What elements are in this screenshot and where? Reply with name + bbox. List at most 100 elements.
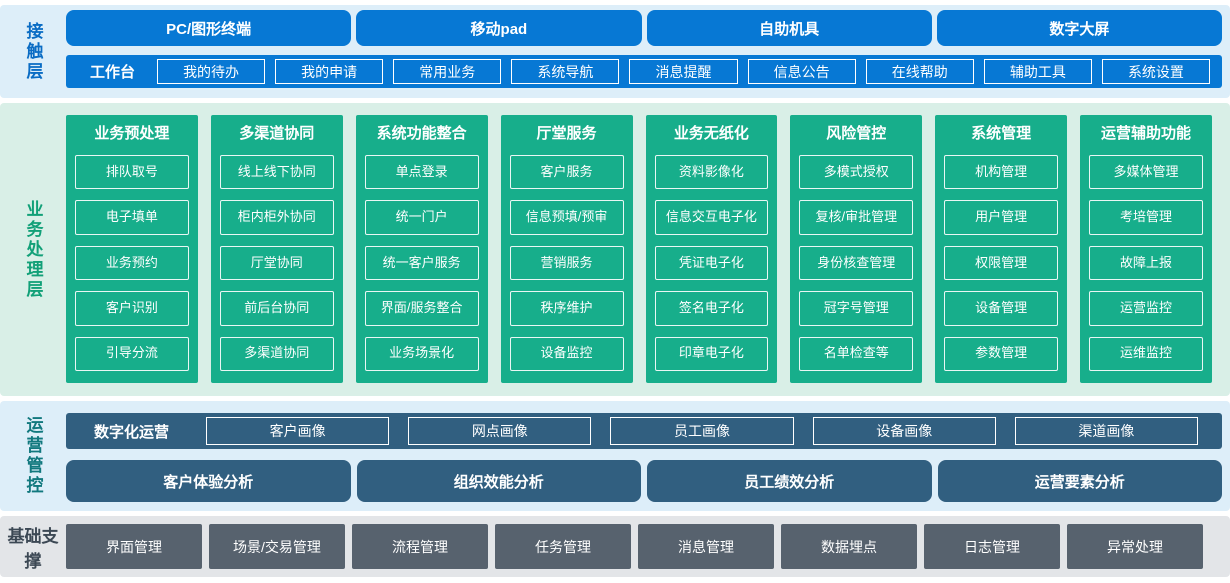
- business-layer-label: 业务处理层: [23, 199, 43, 300]
- foundation-item: 流程管理: [352, 524, 488, 569]
- contact-layer-label-wrap: 接触层: [0, 5, 66, 98]
- business-column: 系统功能整合 单点登录 统一门户 统一客户服务 界面/服务整合 业务场景化: [355, 115, 488, 383]
- workbench-item: 常用业务: [393, 59, 502, 84]
- business-function-box: 机构管理: [944, 155, 1059, 190]
- foundation-item: 日志管理: [924, 524, 1060, 569]
- business-function-box: 柜内柜外协同: [219, 200, 334, 235]
- business-column: 风险管控 多模式授权 复核/审批管理 身份核查管理 冠字号管理 名单检查等: [790, 115, 923, 383]
- business-function-box: 用户管理: [944, 200, 1059, 235]
- portrait-item: 设备画像: [812, 417, 996, 445]
- business-column-title: 系统功能整合: [376, 125, 467, 142]
- terminal-button: PC/图形终端: [66, 10, 352, 46]
- workbench-item: 我的申请: [275, 59, 384, 84]
- digital-ops-bar: 数字化运营 客户画像 网点画像 员工画像 设备画像 渠道画像: [66, 413, 1222, 449]
- business-function-box: 运维监控: [1089, 336, 1203, 372]
- business-layer-label-wrap: 业务处理层: [0, 103, 66, 396]
- workbench-items: 我的待办 我的申请 常用业务 系统导航 消息提醒 信息公告 在线帮助 辅助工具: [157, 59, 1210, 84]
- business-function-box: 多媒体管理: [1089, 155, 1203, 190]
- foundation-layer-label: 基础支撑: [7, 526, 59, 571]
- business-function-box: 凭证电子化: [654, 245, 769, 281]
- workbench-item: 系统设置: [1101, 59, 1210, 84]
- business-column-items: 多媒体管理 考培管理 故障上报 运营监控 运维监控: [1089, 155, 1203, 372]
- business-column-title: 业务预处理: [94, 125, 170, 142]
- business-layer-band: 业务处理层 业务预处理 排队取号 电子填单 业务预约 客户: [0, 103, 1230, 396]
- business-function-box: 界面/服务整合: [364, 291, 479, 326]
- workbench-item: 我的待办: [157, 59, 266, 84]
- terminal-row: PC/图形终端 移动pad 自助机具 数字大屏: [66, 10, 1222, 46]
- business-column-items: 单点登录 统一门户 统一客户服务 界面/服务整合 业务场景化: [364, 155, 479, 372]
- foundation-item: 场景/交易管理: [209, 524, 345, 569]
- portrait-items: 客户画像 网点画像 员工画像 设备画像 渠道画像: [206, 417, 1199, 445]
- business-function-box: 印章电子化: [654, 336, 769, 372]
- workbench-item: 辅助工具: [983, 59, 1092, 84]
- workbench-bar: 工作台 我的待办 我的申请 常用业务 系统导航 消息提醒 信息公告: [66, 55, 1222, 88]
- operations-layer-band: 运营管控 数字化运营 客户画像 网点画像 员工画像 设备画像 渠道画像: [0, 401, 1230, 511]
- business-function-box: 统一门户: [364, 200, 479, 235]
- business-column-items: 机构管理 用户管理 权限管理 设备管理 参数管理: [944, 155, 1059, 372]
- business-function-box: 排队取号: [75, 155, 189, 190]
- business-function-box: 权限管理: [944, 245, 1059, 281]
- business-column-items: 线上线下协同 柜内柜外协同 厅堂协同 前后台协同 多渠道协同: [219, 155, 334, 372]
- business-function-box: 信息预填/预审: [509, 200, 624, 235]
- contact-layer-content: PC/图形终端 移动pad 自助机具 数字大屏 工作台 我的待办 我的申请: [66, 5, 1230, 98]
- workbench-item: 消息提醒: [629, 59, 738, 84]
- workbench-item: 系统导航: [511, 59, 620, 84]
- analysis-button: 客户体验分析: [66, 460, 351, 502]
- business-function-box: 多模式授权: [799, 155, 914, 190]
- analysis-button: 运营要素分析: [937, 460, 1222, 502]
- business-function-box: 参数管理: [944, 336, 1059, 372]
- business-function-box: 多渠道协同: [219, 336, 334, 372]
- portrait-item: 员工画像: [610, 417, 794, 445]
- business-function-box: 设备监控: [509, 336, 624, 372]
- business-function-box: 前后台协同: [219, 291, 334, 326]
- business-function-box: 业务场景化: [364, 336, 479, 372]
- business-function-box: 秩序维护: [509, 291, 624, 326]
- terminal-button: 自助机具: [646, 10, 932, 46]
- business-function-box: 单点登录: [364, 155, 479, 190]
- workbench-label: 工作台: [90, 64, 136, 81]
- foundation-item: 消息管理: [638, 524, 774, 569]
- business-column: 多渠道协同 线上线下协同 柜内柜外协同 厅堂协同 前后台协同 多渠道协同: [210, 115, 343, 383]
- business-column: 业务无纸化 资料影像化 信息交互电子化 凭证电子化 签名电子化 印章电子化: [645, 115, 778, 383]
- terminal-button: 数字大屏: [936, 10, 1222, 46]
- business-column: 业务预处理 排队取号 电子填单 业务预约 客户识别 引导分流: [66, 115, 198, 383]
- analysis-button: 员工绩效分析: [647, 460, 932, 502]
- business-function-box: 厅堂协同: [219, 245, 334, 281]
- foundation-item: 数据埋点: [781, 524, 917, 569]
- workbench-item: 在线帮助: [865, 59, 974, 84]
- business-column-title: 多渠道协同: [239, 125, 315, 142]
- business-function-box: 故障上报: [1089, 245, 1203, 281]
- business-column: 系统管理 机构管理 用户管理 权限管理 设备管理 参数管理: [935, 115, 1068, 383]
- workbench-item: 信息公告: [747, 59, 856, 84]
- business-column-items: 资料影像化 信息交互电子化 凭证电子化 签名电子化 印章电子化: [654, 155, 769, 372]
- business-function-box: 考培管理: [1089, 200, 1203, 235]
- operations-layer-label: 运营管控: [23, 416, 43, 496]
- operations-layer-label-wrap: 运营管控: [0, 401, 66, 511]
- operations-layer-content: 数字化运营 客户画像 网点画像 员工画像 设备画像 渠道画像: [66, 401, 1230, 511]
- business-function-box: 电子填单: [75, 200, 189, 235]
- business-function-box: 运营监控: [1089, 291, 1203, 326]
- business-column-title: 系统管理: [971, 125, 1032, 142]
- business-function-box: 复核/审批管理: [799, 200, 914, 235]
- business-function-box: 资料影像化: [654, 155, 769, 190]
- foundation-layer-band: 基础支撑 界面管理 场景/交易管理 流程管理 任务管理 消息管理 数据埋点 日志…: [0, 516, 1230, 577]
- business-function-box: 签名电子化: [654, 291, 769, 326]
- portrait-item: 渠道画像: [1014, 417, 1199, 445]
- business-function-box: 营销服务: [509, 245, 624, 281]
- business-function-box: 设备管理: [944, 291, 1059, 326]
- business-function-box: 业务预约: [75, 245, 189, 281]
- business-column-title: 运营辅助功能: [1101, 125, 1192, 142]
- business-function-box: 冠字号管理: [799, 291, 914, 326]
- foundation-item: 任务管理: [495, 524, 631, 569]
- business-column-title: 厅堂服务: [536, 125, 597, 142]
- business-column-items: 多模式授权 复核/审批管理 身份核查管理 冠字号管理 名单检查等: [799, 155, 914, 372]
- portrait-item: 客户画像: [206, 417, 390, 445]
- business-column-title: 风险管控: [826, 125, 887, 142]
- analysis-button: 组织效能分析: [356, 460, 641, 502]
- business-column-title: 业务无纸化: [673, 125, 749, 142]
- business-column-items: 排队取号 电子填单 业务预约 客户识别 引导分流: [75, 155, 189, 372]
- business-function-box: 引导分流: [75, 336, 189, 372]
- business-function-box: 信息交互电子化: [654, 200, 769, 235]
- business-function-box: 客户识别: [75, 291, 189, 326]
